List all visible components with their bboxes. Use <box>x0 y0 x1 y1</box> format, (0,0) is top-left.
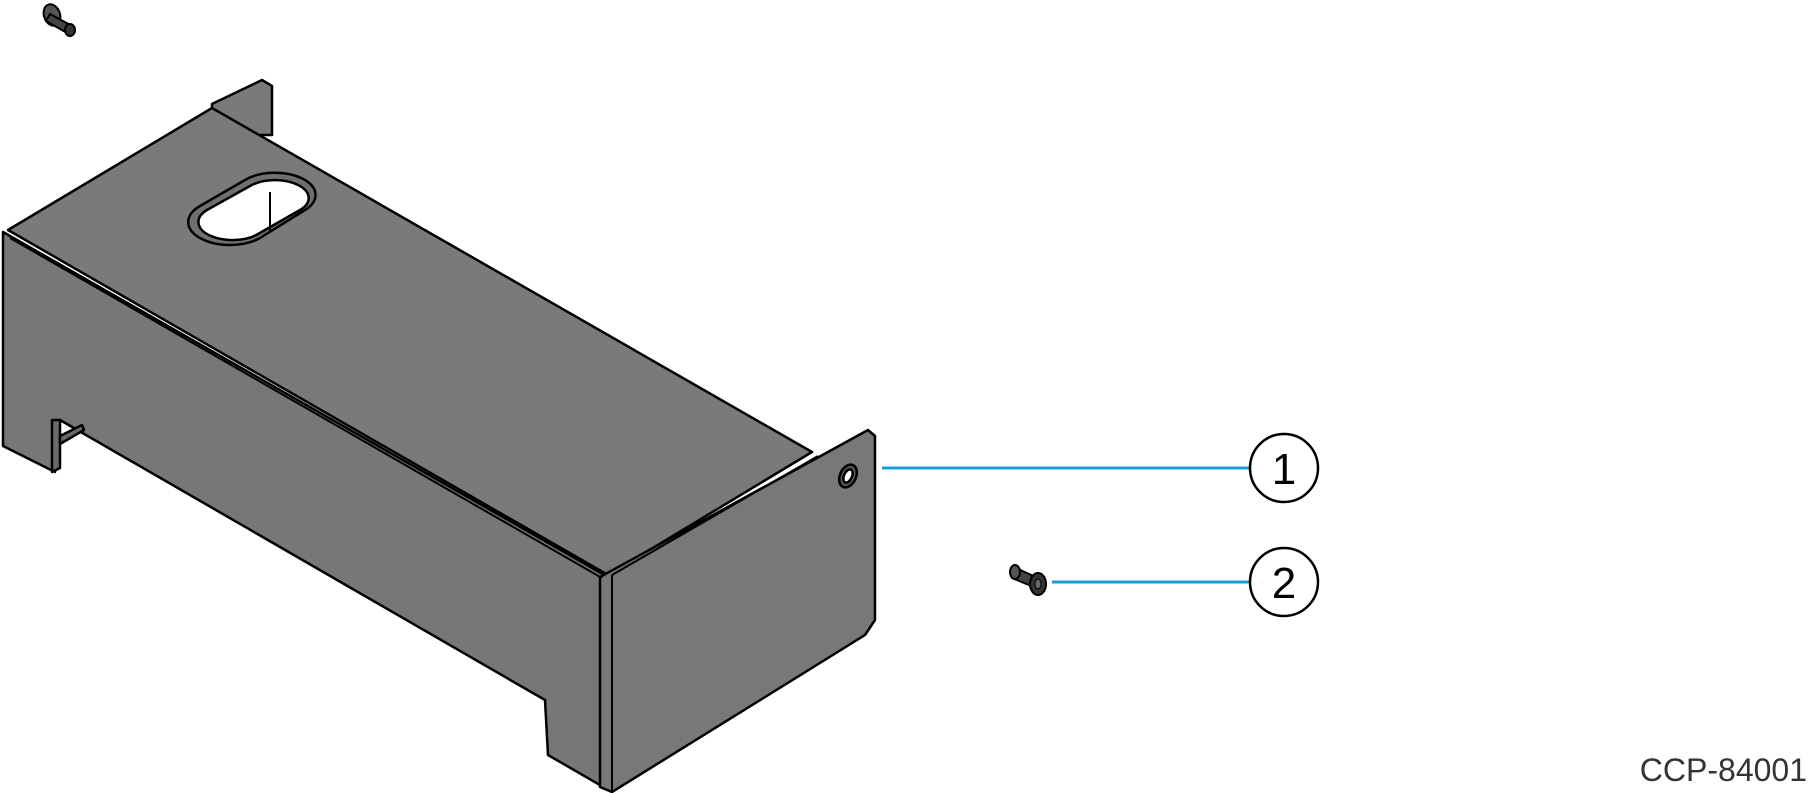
loose-screw-top-left <box>42 3 76 37</box>
callout-2: 2 <box>1248 546 1320 618</box>
callout-2-number: 2 <box>1272 559 1296 608</box>
bracket-mounting-hole <box>837 463 859 489</box>
screw-part <box>1009 564 1047 596</box>
callout-1: 1 <box>1248 432 1320 504</box>
bracket-cover-part <box>1 78 877 793</box>
bracket-slot <box>186 171 317 247</box>
figure-id-label: CCP-84001 <box>1639 752 1807 788</box>
callout-1-number: 1 <box>1272 445 1296 494</box>
